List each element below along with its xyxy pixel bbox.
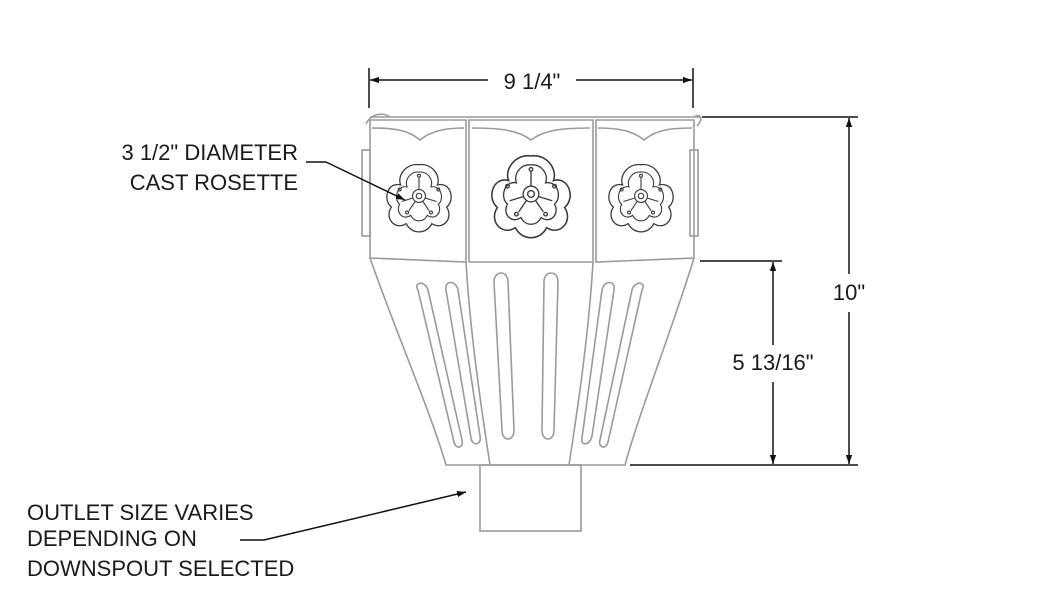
outlet-callout: OUTLET SIZE VARIES DEPENDING ON DOWNSPOU… — [27, 491, 467, 581]
rosette-center — [491, 154, 571, 239]
rosette-label-line1: 3 1/2" DIAMETER — [121, 140, 298, 165]
outlet — [479, 464, 582, 532]
leader-head-body — [361, 113, 702, 532]
outlet-label-line2: DEPENDING ON — [27, 526, 197, 551]
rosette-label-line2: CAST ROSETTE — [130, 170, 298, 195]
rosette-callout: 3 1/2" DIAMETER CAST ROSETTE — [121, 140, 406, 201]
lower-height-dimension: 5 13/16" — [700, 260, 814, 464]
flute — [541, 272, 559, 440]
flute — [416, 282, 464, 448]
outlet-label-line1: OUTLET SIZE VARIES — [27, 500, 254, 525]
left-side-tab — [361, 149, 371, 237]
flute — [493, 272, 515, 440]
flute — [445, 281, 482, 445]
outlet-label-line3: DOWNSPOUT SELECTED — [27, 556, 294, 581]
width-dim-label: 9 1/4" — [504, 69, 561, 94]
lower-height-label: 5 13/16" — [732, 350, 813, 375]
total-height-label: 10" — [833, 280, 865, 305]
rosette-right — [608, 163, 674, 233]
flared-lower-body — [369, 257, 695, 466]
flute — [580, 281, 615, 445]
total-height-dimension: 10" — [630, 116, 865, 466]
width-dimension: 9 1/4" — [368, 68, 694, 108]
rosette-left — [386, 163, 452, 233]
flute — [598, 282, 644, 448]
